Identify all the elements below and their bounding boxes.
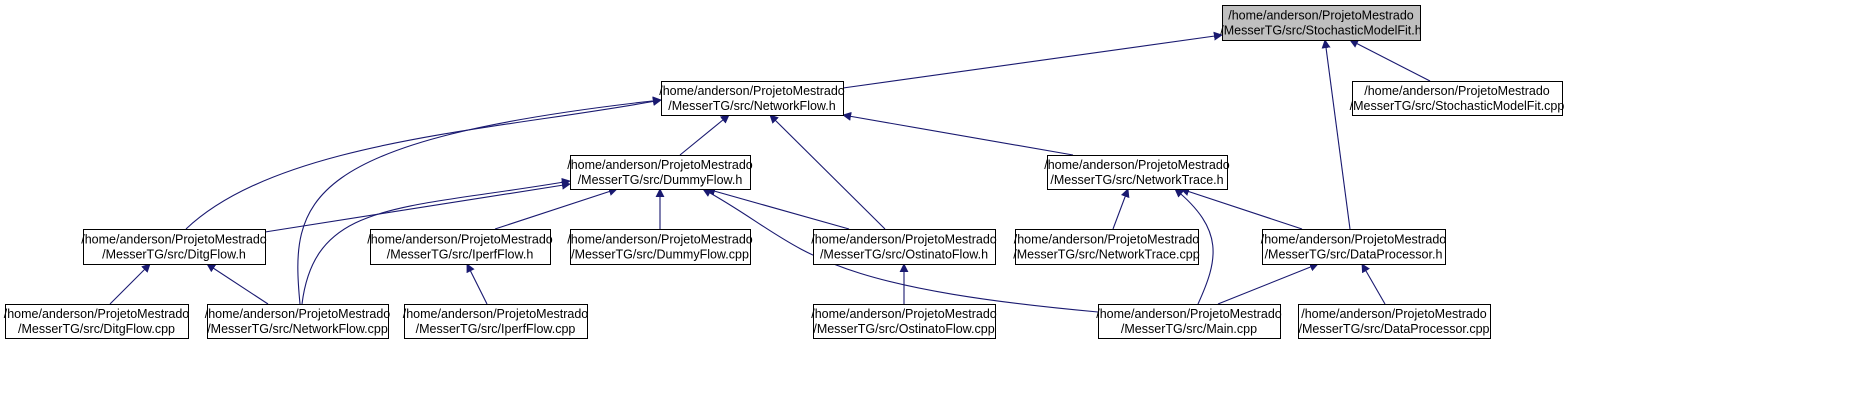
edge-ip_cpp-to-ip_h [466, 263, 488, 305]
edge-dg_h-to-df_h [264, 180, 571, 233]
node-nt_h[interactable]: /home/anderson/ProjetoMestrado/MesserTG/… [1044, 155, 1230, 190]
node-box [661, 81, 844, 116]
node-label-line: /home/anderson/ProjetoMestrado [811, 233, 997, 247]
node-label-line: /home/anderson/ProjetoMestrado [81, 233, 267, 247]
node-label-line: /MesserTG/src/NetworkTrace.cpp [1013, 248, 1199, 262]
node-box [1047, 155, 1228, 190]
node-label-line: /home/anderson/ProjetoMestrado [1096, 307, 1282, 321]
node-box [83, 229, 266, 265]
edge-main_cpp-to-nt_h [1174, 188, 1214, 305]
node-box [1222, 5, 1421, 41]
node-nt_cpp[interactable]: /home/anderson/ProjetoMestrado/MesserTG/… [1013, 229, 1200, 265]
node-label-line: /MesserTG/src/DataProcessor.h [1265, 248, 1443, 262]
node-label-line: /MesserTG/src/OstinatoFlow.h [820, 248, 988, 262]
node-label-line: /home/anderson/ProjetoMestrado [567, 233, 753, 247]
node-os_cpp[interactable]: /home/anderson/ProjetoMestrado/MesserTG/… [811, 304, 997, 339]
edge-nt_h-to-nf_h [842, 111, 1074, 156]
node-dg_h[interactable]: /home/anderson/ProjetoMestrado/MesserTG/… [81, 229, 267, 265]
node-label-line: /home/anderson/ProjetoMestrado [4, 307, 190, 321]
node-label-line: /home/anderson/ProjetoMestrado [367, 233, 553, 247]
edge-dg_cpp-to-dg_h [109, 263, 151, 305]
node-main_cpp[interactable]: /home/anderson/ProjetoMestrado/MesserTG/… [1096, 304, 1282, 339]
edge-smf_cpp-to-smf_h [1349, 39, 1431, 82]
node-box [1298, 304, 1491, 339]
node-label-line: /home/anderson/ProjetoMestrado [1014, 233, 1200, 247]
node-box [404, 304, 588, 339]
node-label-line: /home/anderson/ProjetoMestrado [1228, 9, 1414, 23]
node-label-line: /home/anderson/ProjetoMestrado [1301, 307, 1487, 321]
node-box [570, 155, 751, 190]
edge-ip_h-to-df_h [494, 187, 618, 230]
node-smf_cpp[interactable]: /home/anderson/ProjetoMestrado/MesserTG/… [1350, 81, 1565, 116]
node-box [570, 229, 751, 265]
edges-layer [109, 31, 1431, 313]
edge-os_h-to-df_h [706, 186, 850, 230]
node-box [370, 229, 551, 265]
node-label-line: /MesserTG/src/IperfFlow.h [387, 248, 534, 262]
edge-main_cpp-to-dp_h [1217, 262, 1319, 305]
node-dp_h[interactable]: /home/anderson/ProjetoMestrado/MesserTG/… [1261, 229, 1447, 265]
edge-nt_cpp-to-nt_h [1112, 188, 1130, 230]
node-os_h[interactable]: /home/anderson/ProjetoMestrado/MesserTG/… [811, 229, 997, 265]
node-label-line: /MesserTG/src/Main.cpp [1121, 322, 1257, 336]
node-dg_cpp[interactable]: /home/anderson/ProjetoMestrado/MesserTG/… [4, 304, 190, 339]
edge-dp_h-to-nt_h [1180, 187, 1303, 230]
node-label-line: /MesserTG/src/NetworkTrace.h [1050, 173, 1223, 187]
node-box [813, 304, 996, 339]
node-nf_h[interactable]: /home/anderson/ProjetoMestrado/MesserTG/… [659, 81, 845, 116]
node-label-line: /MesserTG/src/DitgFlow.h [102, 248, 246, 262]
node-box [5, 304, 189, 339]
edge-dg_h-to-nf_h [185, 97, 662, 230]
node-smf_h[interactable]: /home/anderson/ProjetoMestrado/MesserTG/… [1220, 5, 1422, 41]
node-label-line: /MesserTG/src/DummyFlow.cpp [571, 248, 749, 262]
node-box [1352, 81, 1563, 116]
node-box [813, 229, 996, 265]
edge-os_h-to-nf_h [769, 114, 886, 230]
node-label-line: /MesserTG/src/StochasticModelFit.h [1220, 24, 1421, 38]
node-label-line: /home/anderson/ProjetoMestrado [1261, 233, 1447, 247]
node-label-line: /home/anderson/ProjetoMestrado [567, 158, 753, 172]
node-box [207, 304, 389, 339]
node-label-line: /home/anderson/ProjetoMestrado [811, 307, 997, 321]
node-label-line: /home/anderson/ProjetoMestrado [205, 307, 391, 321]
edge-nf_h-to-smf_h [842, 31, 1223, 89]
node-label-line: /home/anderson/ProjetoMestrado [1364, 84, 1550, 98]
edge-dp_cpp-to-dp_h [1361, 263, 1386, 305]
node-df_h[interactable]: /home/anderson/ProjetoMestrado/MesserTG/… [567, 155, 753, 190]
node-label-line: /home/anderson/ProjetoMestrado [1044, 158, 1230, 172]
edge-nf_cpp-to-df_h [301, 177, 571, 305]
node-label-line: /MesserTG/src/StochasticModelFit.cpp [1350, 99, 1565, 113]
node-label-line: /MesserTG/src/NetworkFlow.h [668, 99, 835, 113]
node-label-line: /MesserTG/src/DitgFlow.cpp [18, 322, 175, 336]
node-label-line: /MesserTG/src/DummyFlow.h [578, 173, 743, 187]
nodes-layer: /home/anderson/ProjetoMestrado/MesserTG/… [4, 5, 1565, 339]
node-label-line: /MesserTG/src/OstinatoFlow.cpp [813, 322, 994, 336]
node-box [1098, 304, 1281, 339]
edge-nf_cpp-to-dg_h [206, 263, 269, 305]
edge-nf_cpp-to-nf_h [297, 96, 662, 305]
node-box [1262, 229, 1446, 265]
node-df_cpp[interactable]: /home/anderson/ProjetoMestrado/MesserTG/… [567, 229, 753, 265]
node-ip_h[interactable]: /home/anderson/ProjetoMestrado/MesserTG/… [367, 229, 553, 265]
edge-dp_h-to-smf_h [1321, 39, 1351, 230]
node-label-line: /MesserTG/src/DataProcessor.cpp [1298, 322, 1489, 336]
node-nf_cpp[interactable]: /home/anderson/ProjetoMestrado/MesserTG/… [205, 304, 391, 339]
node-box [1015, 229, 1199, 265]
node-label-line: /MesserTG/src/IperfFlow.cpp [416, 322, 576, 336]
node-ip_cpp[interactable]: /home/anderson/ProjetoMestrado/MesserTG/… [403, 304, 589, 339]
node-label-line: /home/anderson/ProjetoMestrado [659, 84, 845, 98]
node-label-line: /home/anderson/ProjetoMestrado [403, 307, 589, 321]
node-label-line: /MesserTG/src/NetworkFlow.cpp [207, 322, 388, 336]
edge-df_h-to-nf_h [679, 114, 730, 156]
node-dp_cpp[interactable]: /home/anderson/ProjetoMestrado/MesserTG/… [1298, 304, 1491, 339]
